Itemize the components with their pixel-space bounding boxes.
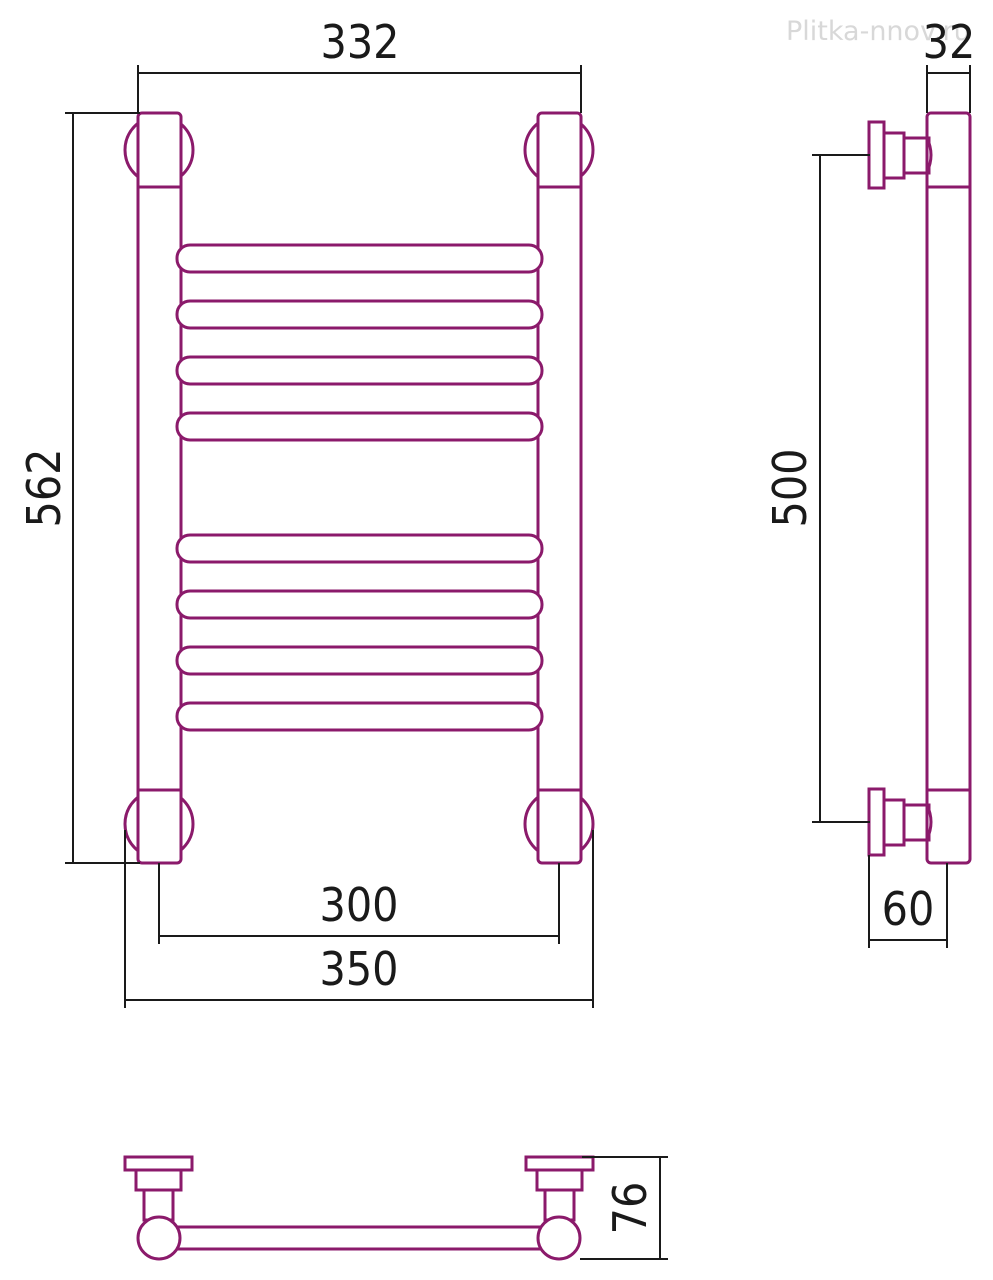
rung — [175, 243, 544, 274]
dimension-axis-distance: 300 — [320, 878, 399, 932]
dimension-tube-diameter: 32 — [923, 15, 976, 69]
rung — [175, 411, 544, 442]
watermark: Plitka-nnov.ru — [786, 16, 971, 47]
rung — [175, 533, 544, 564]
top-flange-left — [123, 1155, 194, 1172]
rung — [175, 355, 544, 386]
rung — [175, 645, 544, 676]
top-flange-right — [524, 1155, 595, 1172]
top-view: 76 — [123, 1155, 668, 1261]
dimension-connection-height: 500 — [763, 449, 817, 528]
top-end-right — [536, 1215, 582, 1261]
side-flange-bottom — [867, 787, 886, 857]
front-view: 332 562 300 350 — [17, 15, 595, 1008]
top-end-left — [136, 1215, 182, 1261]
dimension-height: 562 — [17, 449, 71, 528]
side-connector-top — [901, 136, 931, 175]
rungs — [175, 243, 544, 732]
rung — [175, 701, 544, 732]
rung — [175, 299, 544, 330]
top-nut-left — [134, 1168, 183, 1192]
side-view: 32 500 60 — [763, 15, 975, 948]
dimension-wall-offset: 60 — [882, 882, 935, 936]
side-nut-top — [882, 131, 906, 180]
side-nut-bottom — [882, 798, 906, 847]
top-connector-left — [142, 1188, 175, 1222]
top-connector-right — [543, 1188, 576, 1222]
top-tube — [157, 1225, 561, 1251]
dimension-overall-width: 350 — [320, 942, 399, 996]
right-upright — [536, 111, 583, 865]
top-nut-right — [535, 1168, 584, 1192]
rung — [175, 589, 544, 620]
left-upright — [136, 111, 183, 865]
side-tube — [925, 111, 972, 865]
dimension-depth: 76 — [603, 1182, 657, 1235]
side-flange-top — [867, 120, 886, 190]
dimension-width-top: 332 — [321, 15, 400, 69]
side-connector-bottom — [901, 803, 931, 842]
